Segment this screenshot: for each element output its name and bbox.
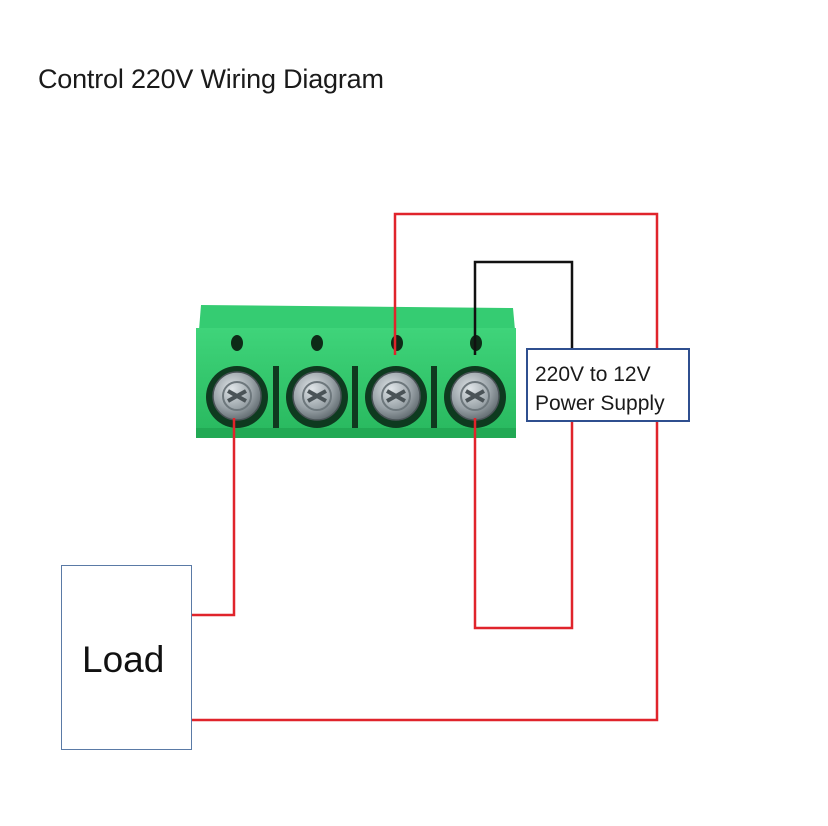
load-box: Load: [61, 565, 192, 750]
wire-black-supply: [473, 260, 574, 355]
power-supply-line2: Power Supply: [535, 392, 665, 415]
load-label: Load: [82, 639, 165, 680]
wire-red-supply: [190, 212, 659, 722]
wire-red-power-supply: [473, 418, 574, 630]
screw-terminal-icon: [212, 371, 500, 421]
wire-red-load: [190, 418, 236, 617]
power-supply-line1: 220V to 12V: [535, 363, 651, 386]
diagram-title: Control 220V Wiring Diagram: [38, 64, 384, 94]
power-supply-label: 220V to 12V Power Supply: [526, 348, 690, 422]
